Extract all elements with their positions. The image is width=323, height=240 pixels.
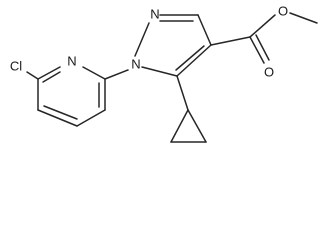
bond-c4-c5-double [175, 45, 205, 71]
bond-c3-c4 [76, 109, 106, 127]
bond-cl-c6 [26, 71, 39, 80]
bond-c6-n [37, 66, 61, 80]
bond-c5-n1 [141, 66, 178, 77]
bond-carbonyl-double-a [249, 36, 265, 64]
atom-n-pyridine: N [67, 54, 76, 69]
bond-c4-c5 [37, 109, 78, 127]
bond-c2-n1 [104, 69, 129, 80]
bond-n1-n2 [134, 22, 150, 57]
atom-o-ester: O [278, 4, 288, 19]
structure-diagram: Cl N N N O O [10, 4, 318, 143]
bond-carbonyl-double-b [255, 34, 270, 61]
bond-c4-c5 [176, 44, 212, 77]
bond-cp-3 [187, 109, 207, 143]
bond-c-o-ester [249, 14, 276, 38]
atom-cl: Cl [10, 59, 22, 74]
bond-c4-c5-double [43, 105, 78, 120]
bond-o-methyl [289, 12, 318, 24]
atom-n1-pyrazole: N [131, 57, 140, 72]
atom-n2-pyrazole: N [150, 7, 159, 22]
bond-cp-1 [170, 109, 189, 143]
bond-n-c2 [82, 66, 106, 80]
bond-c5-cyclopropyl [176, 75, 189, 111]
bond-c4-ccarbonyl [210, 36, 251, 46]
structure-canvas: Cl N N N O O [10, 4, 318, 143]
bond-c3-c4 [197, 14, 212, 46]
atom-o-carbonyl: O [264, 65, 274, 80]
bond-c6-n-double [42, 71, 61, 83]
